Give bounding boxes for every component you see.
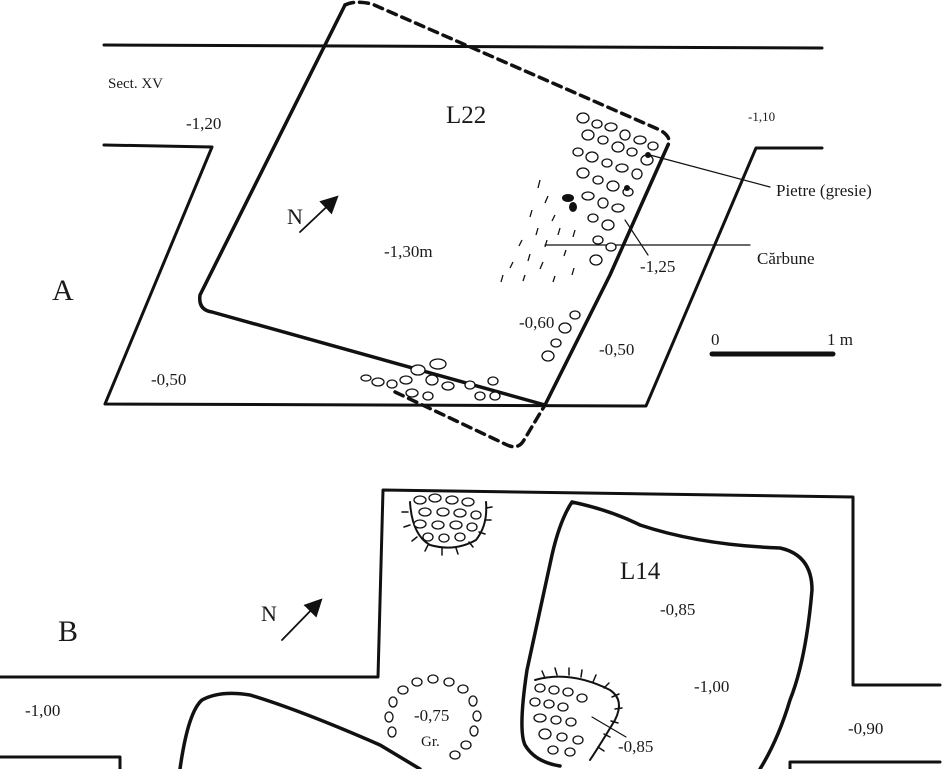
panel-label-b: B [58,615,79,648]
feature-label-l14: L14 [620,558,661,585]
depth-label-a1: -1,20 [186,114,222,133]
hatched-pit-upper-hatches [401,506,493,556]
leader-line-stones [649,154,771,188]
leader-line-depth [624,219,649,256]
depth-label-b5: -0,75 [414,706,450,725]
depth-label-a2: -1,10 [748,109,776,124]
north-label-b: N [261,601,277,626]
stone-cluster-upper-b [413,493,482,543]
depth-label-a7: -0,50 [151,370,187,389]
scale-start-label: 0 [711,330,720,349]
depth-label-b4: -1,00 [25,701,61,720]
trench-outline-a [102,143,824,408]
stone-cluster-east [541,112,659,362]
charcoal-fragments [562,152,651,212]
trench-outline-b-right [788,760,942,769]
stone-ring-stones [384,674,482,760]
leader-line-pit [591,716,627,738]
section-label: Sect. XV [108,76,163,92]
scale-end-label: 1 m [827,330,853,349]
depth-label-a6: -0,50 [599,340,635,359]
charcoal-traces [500,179,576,283]
panel-label-a: A [52,274,74,307]
north-arrow-icon [299,195,339,233]
legend-stones: Pietre (gresie) [776,181,872,200]
depth-label-b2: -1,00 [694,677,730,696]
depth-label-a5: -0,60 [519,313,555,332]
trench-line-top-a [102,43,824,50]
pit-outline-b [178,691,422,769]
dwelling-outline-dashed-l22 [343,0,671,147]
depth-label-a4: -1,25 [640,257,676,276]
legend-charcoal: Cărbune [757,249,815,268]
hatched-pit-edge [534,675,620,761]
hatched-pit-upper [409,501,488,549]
hatched-pit-edge-hatches [541,667,623,752]
feature-label-l22: L22 [446,102,487,129]
pit-label: Gr. [421,734,440,750]
stone-cluster-l14 [529,683,588,757]
depth-label-a3: -1,30m [384,242,433,261]
north-label-a: N [287,204,303,229]
stone-cluster-south [360,358,501,401]
trench-outline-b [0,488,942,687]
depth-label-b6: -0,90 [848,719,884,738]
dwelling-outline-l14 [520,500,814,769]
dwelling-outline-l22 [198,3,670,407]
depth-label-b3: -0,85 [618,737,654,756]
dwelling-outline-dashed-south-l22 [393,390,547,449]
trench-outline-b-lower [0,755,122,769]
depth-label-b1: -0,85 [660,600,696,619]
north-arrow-icon-b [281,598,323,641]
